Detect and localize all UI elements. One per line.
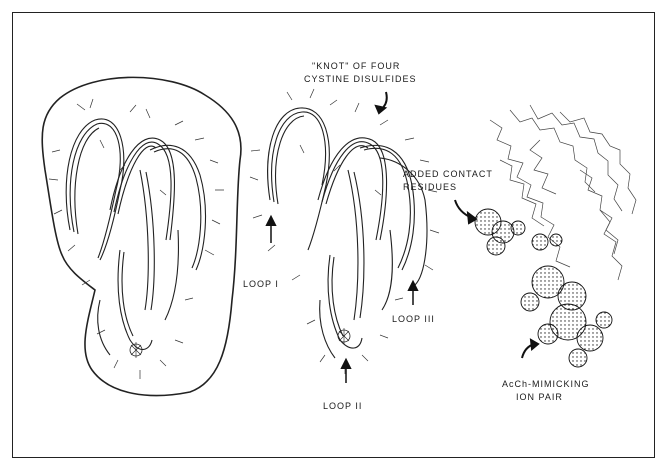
ion-pair-label-line1: AcCh-MIMICKING [502, 378, 590, 390]
added-contact-label-line2: RESIDUES [403, 181, 457, 193]
middle-protein-panel [250, 89, 439, 374]
left-ribbon-strands [66, 119, 205, 355]
knot-label-line1: "KNOT" OF FOUR [312, 60, 400, 72]
knot-label-line2: CYSTINE DISULFIDES [304, 73, 417, 85]
ion-pair-spheres [521, 266, 612, 367]
left-protein-panel [42, 77, 241, 395]
middle-side-chains [250, 89, 439, 374]
ion-pair-label-line2: ION PAIR [516, 391, 563, 403]
loop1-label: LOOP I [243, 278, 279, 290]
added-contact-label-line1: ADDED CONTACT [403, 168, 493, 180]
right-protein-panel [475, 105, 636, 367]
loop3-label: LOOP III [392, 313, 435, 325]
added-contact-spheres [475, 209, 562, 255]
right-wire-backbone [490, 105, 636, 280]
loop2-label: LOOP II [323, 400, 362, 412]
